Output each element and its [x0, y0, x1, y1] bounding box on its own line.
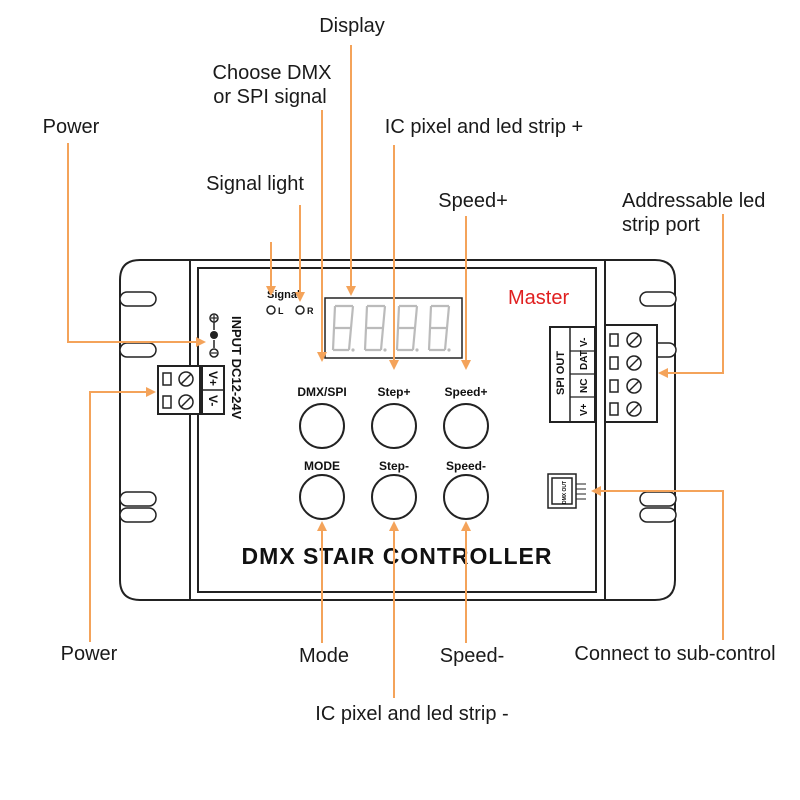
terminal-screw-slot [628, 380, 640, 392]
terminal-vplus-label: V+ [206, 371, 220, 386]
display-decimal-point [447, 348, 451, 352]
display-digit [427, 304, 451, 352]
terminal-slot [609, 333, 619, 347]
display-digit [363, 304, 387, 352]
signal-label: Signal [267, 289, 300, 301]
display-decimal-point [383, 348, 387, 352]
callout-signal-light: Signal light [206, 173, 304, 195]
callout-speed-minus: Speed- [440, 645, 505, 667]
callout-addressable-line2: strip port [622, 214, 700, 236]
step-minus-button-label: Step- [379, 459, 409, 473]
terminal-slot [609, 402, 619, 416]
callout-mode: Mode [299, 645, 349, 667]
terminal-vminus-label: V- [206, 395, 220, 406]
signal-lights: Signal L R [266, 289, 314, 316]
terminal-slot [609, 379, 619, 393]
callout-power-top: Power [43, 116, 100, 138]
master-label: Master [508, 287, 569, 309]
step-minus-button[interactable] [371, 474, 417, 520]
step-plus-button-label: Step+ [377, 385, 410, 399]
spi-out-label: SPI OUT [555, 351, 567, 395]
dmx-out-label: DMX OUT [562, 481, 568, 504]
power-input-terminal: V+ V- INPUT DC12-24V [157, 313, 244, 420]
step-plus-button[interactable] [371, 403, 417, 449]
display-decimal-point [351, 348, 355, 352]
leader-lines [67, 45, 724, 698]
dmx-spi-button-label: DMX/SPI [297, 385, 346, 399]
spi-pin-dat: DAT [579, 350, 590, 370]
mode-button-label: MODE [304, 459, 340, 473]
speed-minus-button-label: Speed- [446, 459, 486, 473]
spi-pin-nc: NC [579, 379, 590, 393]
terminal-screw-slot [628, 334, 640, 346]
spi-out-port: SPI OUT V+ NC DAT V- [549, 324, 658, 423]
display-digit [331, 304, 355, 352]
callout-display: Display [319, 15, 385, 37]
control-buttons: DMX/SPI Step+ Speed+ MODE Step- Speed- [297, 385, 489, 520]
callout-choose-signal-line1: Choose DMX [213, 62, 332, 84]
callout-labels: Display Choose DMX or SPI signal Power I… [43, 15, 776, 725]
callout-ic-plus: IC pixel and led strip + [385, 116, 583, 138]
spi-pin-vminus: V- [579, 338, 590, 347]
speed-minus-button[interactable] [443, 474, 489, 520]
controller-title: DMX STAIR CONTROLLER [242, 543, 553, 569]
terminal-screw-slot [628, 403, 640, 415]
signal-r-label: R [307, 306, 314, 316]
speed-plus-button-label: Speed+ [444, 385, 487, 399]
signal-l-label: L [278, 306, 284, 316]
callout-sub-control: Connect to sub-control [574, 643, 775, 665]
terminal-slot [609, 356, 619, 370]
callout-power-bottom: Power [61, 643, 118, 665]
display-decimal-point [415, 348, 419, 352]
callout-ic-minus: IC pixel and led strip - [315, 703, 508, 725]
callout-addressable-line1: Addressable led [622, 190, 765, 212]
input-voltage-label: INPUT DC12-24V [229, 316, 244, 420]
callout-choose-signal-line2: or SPI signal [213, 86, 326, 108]
mode-button[interactable] [299, 474, 345, 520]
dmx-out-connector: DMX OUT [547, 473, 586, 509]
terminal-screw-slot [628, 357, 640, 369]
speed-plus-button[interactable] [443, 403, 489, 449]
dmx-spi-button[interactable] [299, 403, 345, 449]
spi-pin-vplus: V+ [579, 403, 590, 416]
callout-speed-plus: Speed+ [438, 190, 508, 212]
display-digit [395, 304, 419, 352]
